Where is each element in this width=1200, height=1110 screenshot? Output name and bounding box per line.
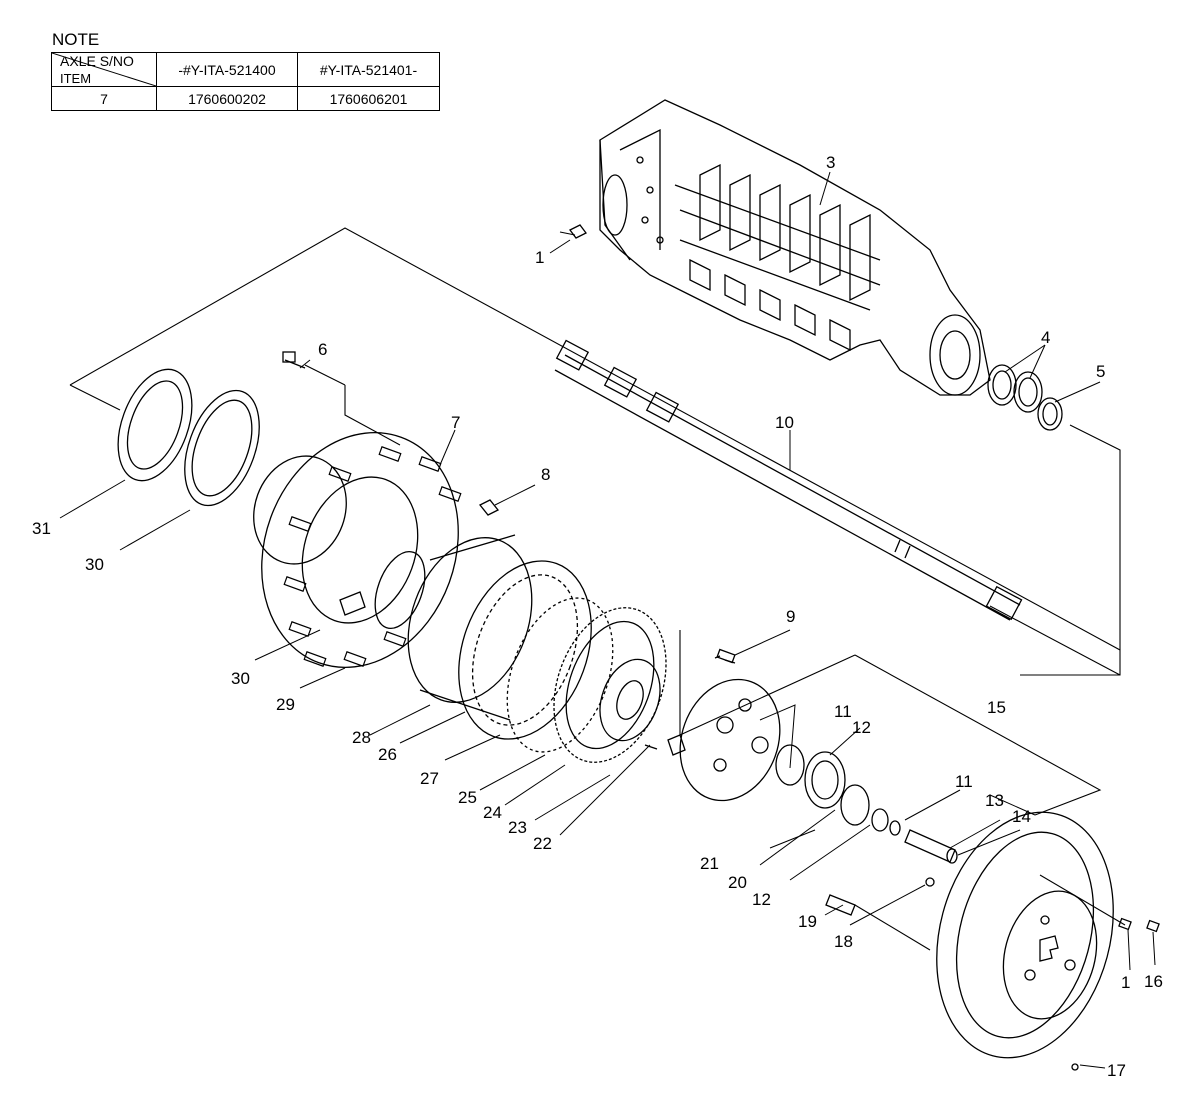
- label-15: 15: [987, 698, 1006, 717]
- wheel-hub: [253, 351, 500, 669]
- leader-lines: [69, 227, 1126, 1069]
- label-5: 5: [1096, 362, 1105, 381]
- label-13: 13: [985, 791, 1004, 810]
- bearings: [987, 364, 1063, 431]
- label-28: 28: [352, 728, 371, 747]
- label-18: 18: [834, 932, 853, 951]
- label-30: 30: [231, 669, 250, 688]
- label-21: 21: [700, 854, 719, 873]
- label-27: 27: [420, 769, 439, 788]
- header-axle-sno: AXLE S/NO: [60, 53, 134, 69]
- label-20: 20: [728, 873, 747, 892]
- planetary-assembly: [407, 534, 736, 763]
- label-23: 23: [508, 818, 527, 837]
- header-col2: #Y-ITA-521401-: [297, 52, 440, 87]
- hub-cover: [936, 811, 1160, 1071]
- label-14: 14: [1012, 807, 1031, 826]
- axle-housing: [569, 99, 991, 396]
- label-19: 19: [798, 912, 817, 931]
- label-11b: 11: [955, 772, 973, 791]
- label-8: 8: [541, 465, 550, 484]
- note-table: AXLE S/NO ITEM -#Y-ITA-521400 #Y-ITA-521…: [51, 52, 440, 111]
- label-22: 22: [533, 834, 552, 853]
- label-1b: 1: [1121, 973, 1130, 992]
- label-26: 26: [378, 745, 397, 764]
- diagonal-line: [52, 53, 156, 86]
- label-9: 9: [786, 607, 795, 626]
- label-17: 17: [1107, 1061, 1126, 1080]
- note-title: NOTE: [52, 30, 100, 49]
- label-6: 6: [318, 340, 327, 359]
- drive-shaft: [554, 339, 1023, 621]
- callout-lines: [59, 171, 1156, 971]
- row-col1: 1760600202: [156, 86, 298, 111]
- carrier-plate-gears: [679, 678, 958, 916]
- label-30b: 30: [85, 555, 104, 574]
- label-1: 1: [535, 248, 544, 267]
- label-11: 11: [834, 702, 852, 721]
- label-10: 10: [775, 413, 794, 432]
- label-12b: 12: [752, 890, 771, 909]
- label-7: 7: [451, 413, 460, 432]
- seals: [117, 368, 260, 507]
- header-item: ITEM: [60, 71, 92, 86]
- label-4: 4: [1041, 328, 1050, 347]
- label-3: 3: [826, 153, 835, 172]
- label-24: 24: [483, 803, 502, 822]
- label-12: 12: [852, 718, 871, 737]
- label-16: 16: [1144, 972, 1163, 991]
- label-25: 25: [458, 788, 477, 807]
- note-header-diagonal: AXLE S/NO ITEM: [51, 52, 157, 87]
- row-col2: 1760606201: [297, 86, 440, 111]
- label-31: 31: [32, 519, 51, 538]
- label-29: 29: [276, 695, 295, 714]
